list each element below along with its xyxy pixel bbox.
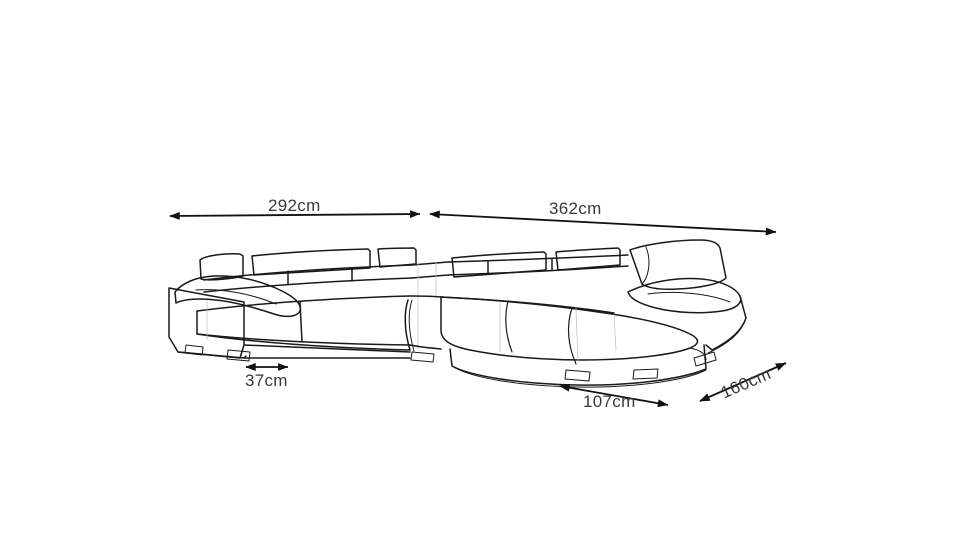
dimension-label-37: 37cm <box>245 371 288 390</box>
dim-arrow-160 <box>699 362 787 402</box>
left-wing <box>168 247 417 362</box>
dimension-label-107: 107cm <box>583 392 636 411</box>
right-wing <box>440 239 747 388</box>
dim-arrow-362 <box>429 210 777 236</box>
dimension-label-362: 362cm <box>549 199 602 218</box>
dimension-label-292: 292cm <box>268 196 321 215</box>
dimension-lines <box>169 210 787 408</box>
dim-arrow-292 <box>169 210 421 220</box>
sofa-body <box>168 239 747 388</box>
dim-arrow-107 <box>559 383 669 408</box>
corner-module <box>404 261 449 363</box>
